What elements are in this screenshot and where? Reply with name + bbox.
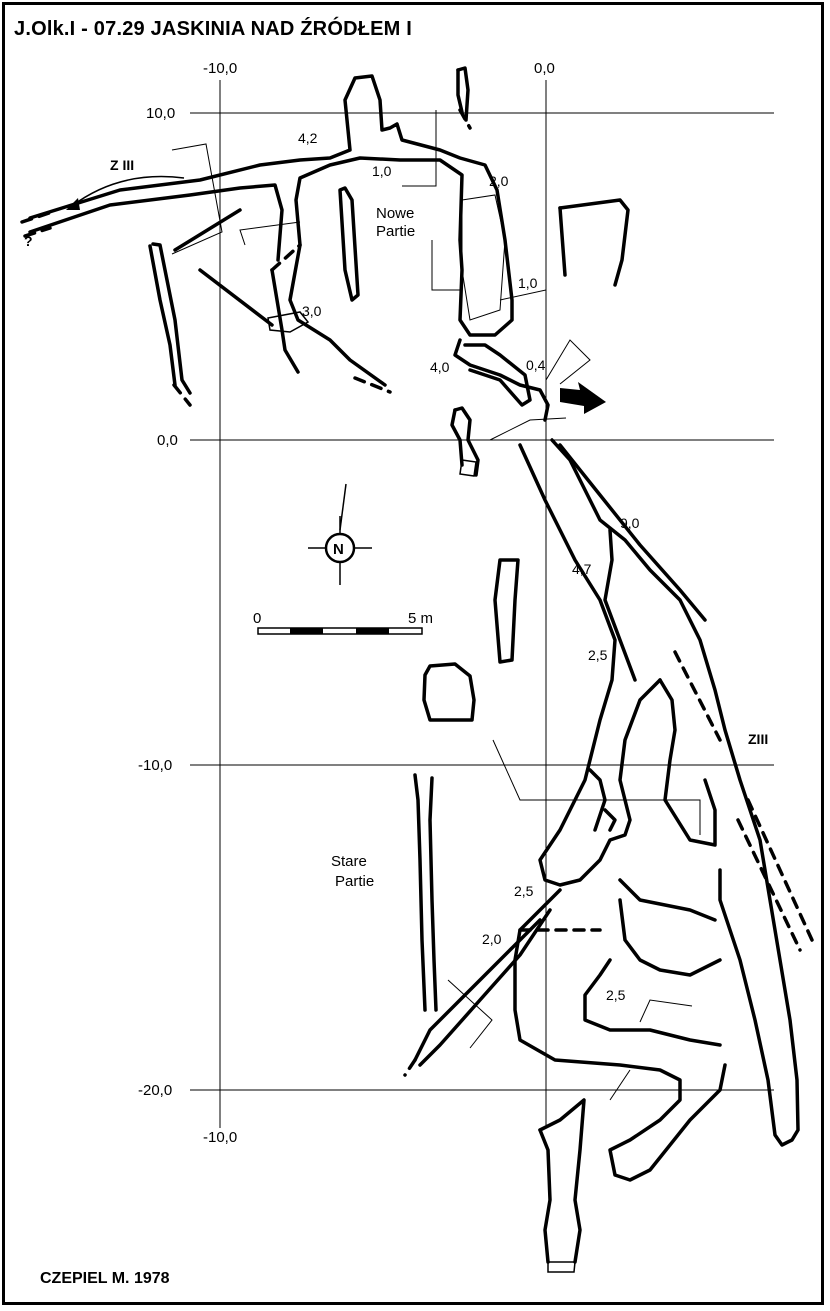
profile-lines [171,110,701,1101]
scale-end-label: 5 m [408,610,433,627]
entrance-arrow-icon [560,382,606,414]
dashed-continuations [20,108,814,1077]
cave-outline-side-features [413,558,586,1264]
area-label-nowe: Nowe [376,205,414,222]
profile-label-z3-right: ZIII [748,731,768,747]
depth-label: 0,4 [526,357,546,373]
area-label-stare: Stare [331,853,367,870]
arrowhead-icon [66,198,80,210]
scale-start-label: 0 [253,610,261,627]
profile-arrow-icon [71,175,185,207]
grid-y-label-minus20: -20,0 [138,1082,172,1099]
unknown-mark: ? [24,233,33,249]
profile-label-z3-left: Z III [110,157,134,173]
depth-label: 2,0 [482,931,502,947]
depth-label: 4,2 [298,130,318,146]
depth-label: 9,0 [620,515,640,531]
cave-outline-new-part [28,66,630,477]
area-label-partie-new: Partie [376,223,415,240]
depth-label: 1,0 [518,275,538,291]
depth-label: 2,0 [489,173,509,189]
area-label-partie-old: Partie [335,873,374,890]
grid-y-label-10: 10,0 [146,105,175,122]
depth-label: 1,0 [372,163,392,179]
map-title: J.Olk.I - 07.29 JASKINIA NAD ŹRÓDŁEM I [14,18,413,40]
grid-y-label-0: 0,0 [157,432,178,449]
grid-y-label-minus10: -10,0 [138,757,172,774]
author-credit: CZEPIEL M. 1978 [40,1270,170,1287]
depth-label: 4,7 [572,561,592,577]
depth-label: 2,5 [606,987,626,1003]
depth-label: 2,5 [514,883,534,899]
cave-outline-main-passage [413,438,800,1182]
depth-label: 4,0 [430,359,450,375]
depth-label: 2,5 [588,647,608,663]
north-label: N [333,541,344,558]
floor-hatching [267,194,576,1273]
scale-bar: 0 5 m [253,610,433,635]
grid-x-label-bottom: -10,0 [203,1129,237,1146]
grid-x-label-0: 0,0 [534,60,555,77]
grid-x-label-minus10: -10,0 [203,60,237,77]
depth-label: 3,0 [302,303,322,319]
coordinate-grid [190,80,774,1128]
north-arrow-icon: N [308,483,372,585]
